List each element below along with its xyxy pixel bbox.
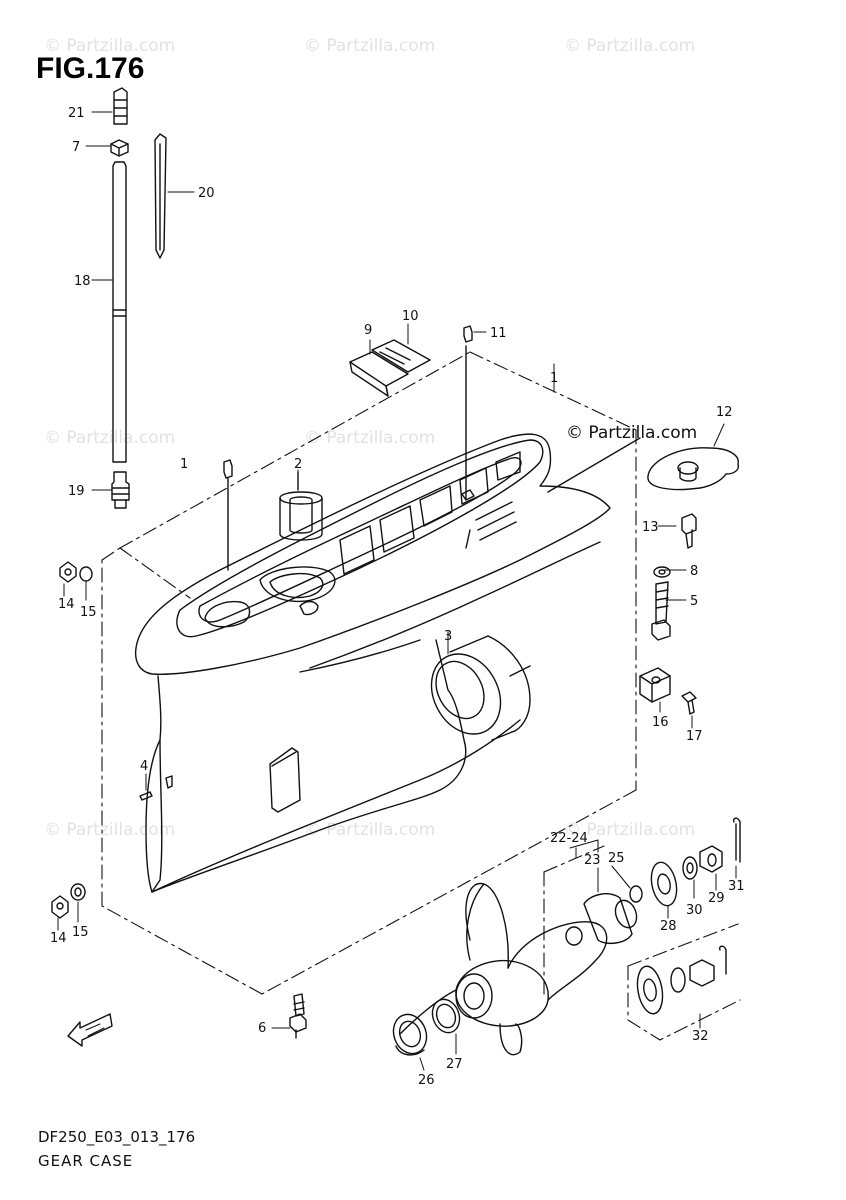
callout-14-upper: 14 (58, 597, 75, 612)
part-13-bolt-drawing (681, 513, 697, 549)
callout-1-prime: 1 (180, 457, 188, 472)
part-27-washer-drawing (431, 998, 461, 1034)
part-29-nut-drawing (699, 845, 723, 873)
figure-caption: GEAR CASE (38, 1152, 134, 1170)
part-17-screw-drawing (681, 691, 697, 715)
part-21-pin-drawing (113, 87, 128, 125)
callout-17: 17 (686, 729, 703, 744)
callout-30: 30 (686, 903, 703, 918)
part-6-bolt-drawing (289, 993, 307, 1039)
assembly-frame-lines (101, 351, 637, 995)
watermark-tile: © Partzilla.com (304, 820, 436, 840)
watermark-tile: © Partzilla.com (564, 820, 696, 840)
callout-15-upper: 15 (80, 605, 97, 620)
part-31-cotter-pin-drawing (732, 817, 741, 863)
callout-28: 28 (660, 919, 677, 934)
part-8-washer-drawing (653, 566, 671, 578)
part-19-shaft-end-drawing (111, 471, 130, 509)
callout-6: 6 (258, 1021, 266, 1036)
part-12-anode-drawing (647, 447, 740, 491)
callout-labels: 21 7 20 18 9 10 11 1 12 1 2 19 13 14 15 … (50, 106, 745, 1088)
part-5-bolt-drawing (651, 581, 671, 641)
callout-26: 26 (418, 1073, 435, 1088)
callout-1: 1 (550, 371, 558, 386)
part-20-strap-drawing (154, 133, 167, 259)
callout-4: 4 (140, 759, 148, 774)
part-28-washer-drawing (650, 861, 678, 907)
callout-32: 32 (692, 1029, 709, 1044)
propeller-drawing (399, 882, 608, 1056)
callout-18: 18 (74, 274, 91, 289)
part-9-plate-drawing (349, 351, 409, 397)
callout-9: 9 (364, 323, 372, 338)
callout-23: 23 (584, 853, 601, 868)
callout-21: 21 (68, 106, 85, 121)
callout-14-lower: 14 (50, 931, 67, 946)
fwd-arrow-icon (67, 1013, 113, 1047)
watermark-main: © Partzilla.com (566, 423, 698, 443)
callout-12: 12 (716, 405, 733, 420)
callout-13: 13 (642, 520, 659, 535)
watermark-tile: © Partzilla.com (44, 428, 176, 448)
kit-22-24-frame-lines (543, 845, 605, 999)
figure-title: FIG.176 (36, 52, 145, 85)
watermark-tile: © Partzilla.com (304, 36, 436, 56)
callout-7: 7 (72, 140, 80, 155)
part-30-washer-drawing (682, 856, 698, 880)
watermark-tile: © Partzilla.com (564, 36, 696, 56)
callout-27: 27 (446, 1057, 463, 1072)
callout-8: 8 (690, 564, 698, 579)
callout-10: 10 (402, 309, 419, 324)
callout-3: 3 (444, 629, 452, 644)
watermark-tile: © Partzilla.com (44, 36, 176, 56)
callout-25: 25 (608, 851, 625, 866)
gear-case-housing-drawing (134, 345, 641, 893)
part-7-nut-drawing (110, 139, 129, 157)
callout-11: 11 (490, 326, 507, 341)
part-4-pin-drawing (139, 775, 173, 801)
watermark-tile: © Partzilla.com (44, 820, 176, 840)
part-23-25-bushing-drawing (565, 885, 643, 946)
part-14-15-upper-drawing (59, 561, 93, 583)
callout-20: 20 (198, 186, 215, 201)
callout-16: 16 (652, 715, 669, 730)
part-14-15-lower-drawing (51, 883, 86, 919)
callout-22-24: 22-24 (550, 831, 588, 846)
part-3-bearing-drawing (430, 635, 531, 741)
callout-bracket (569, 839, 599, 853)
leader-lines (57, 111, 737, 1071)
part-11-plug-drawing (463, 325, 473, 343)
callout-31: 31 (728, 879, 745, 894)
callout-5: 5 (690, 594, 698, 609)
callout-2: 2 (294, 457, 302, 472)
part-32-kit-drawing (636, 945, 727, 1015)
part-18-shaft-drawing (112, 161, 127, 463)
callout-19: 19 (68, 484, 85, 499)
watermark-tile: © Partzilla.com (304, 428, 436, 448)
part-10-clip-drawing (371, 339, 431, 373)
part-26-spacer-drawing (392, 1013, 428, 1056)
callout-15-lower: 15 (72, 925, 89, 940)
figure-code: DF250_E03_013_176 (38, 1128, 196, 1146)
callout-29: 29 (708, 891, 725, 906)
part-16-block-drawing (639, 667, 671, 703)
